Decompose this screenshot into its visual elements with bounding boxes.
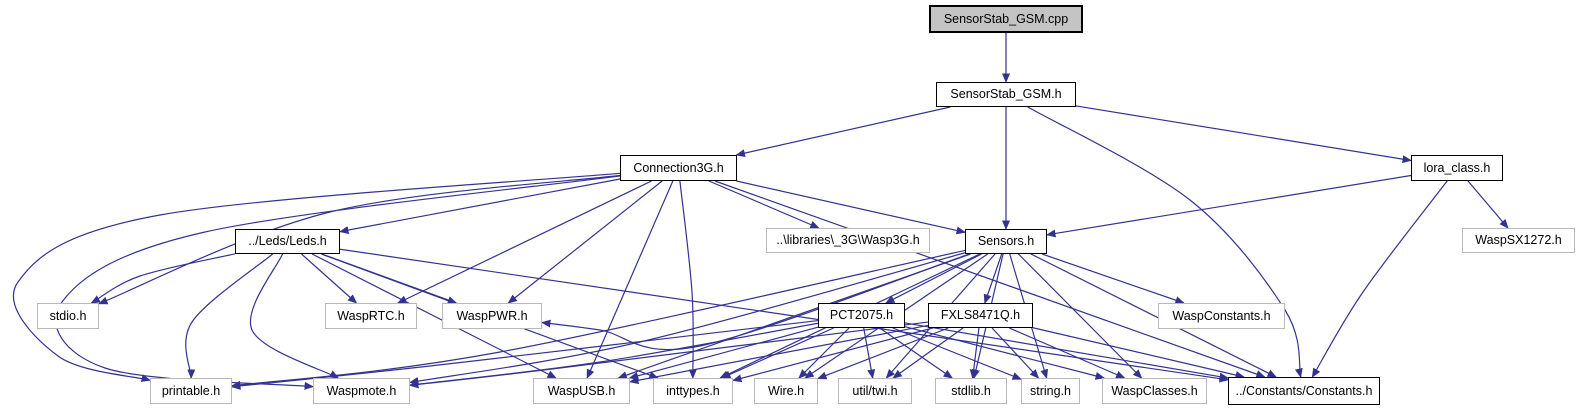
graph-node-waspmote: Waspmote.h (313, 378, 410, 404)
graph-node-fxls[interactable]: FXLS8471Q.h (928, 303, 1033, 328)
edge-lora-sen (1046, 174, 1412, 238)
edge-fxls-constants (1032, 327, 1245, 379)
graph-node-label-lora: lora_class.h (1423, 160, 1491, 175)
edge-hdr-lora (1075, 105, 1412, 164)
edge-fxls-intt (732, 327, 934, 383)
edge-fxls-usb (629, 324, 929, 385)
graph-node-con[interactable]: Connection3G.h (620, 155, 737, 181)
edge-leds-stdio (90, 253, 236, 304)
graph-node-label-w3g: ..\libraries\_3G\Wasp3G.h (776, 233, 920, 248)
edge-lora-sx (1467, 180, 1509, 229)
graph-node-label-hdr: SensorStab_GSM.h (950, 87, 1062, 102)
edge-con-leds (339, 178, 621, 234)
graph-node-label-printable: printable.h (161, 383, 221, 398)
graph-node-w3g: ..\libraries\_3G\Wasp3G.h (766, 228, 930, 253)
edge-fxls-stdlib (969, 327, 980, 379)
graph-node-label-fxls: FXLS8471Q.h (940, 308, 1021, 323)
graph-node-label-leds: ../Leds/Leds.h (248, 234, 327, 249)
graph-node-label-rtc: WaspRTC.h (337, 308, 405, 323)
graph-node-rtc: WaspRTC.h (325, 303, 417, 329)
edge-leds-waspmote (249, 253, 340, 379)
edge-fxls-twi (892, 327, 964, 379)
edge-hdr-con (735, 106, 951, 158)
edge-fxls-wire (817, 327, 949, 380)
graph-node-label-usb: WaspUSB.h (547, 383, 616, 398)
edge-pct-stdlib (879, 327, 953, 379)
edge-con-constants (714, 180, 1266, 378)
edge-fxls-string (991, 327, 1040, 379)
graph-node-label-intt: inttypes.h (666, 383, 720, 398)
graph-node-label-pct: PCT2075.h (829, 308, 894, 323)
graph-node-label-wire: Wire.h (767, 383, 805, 398)
graph-node-label-con: Connection3G.h (633, 160, 724, 175)
edge-leds-rtc (301, 253, 358, 304)
edge-pct-waspmote (409, 322, 819, 389)
graph-node-stdlib: stdlib.h (935, 378, 1007, 404)
graph-node-label-sen: Sensors.h (977, 234, 1035, 249)
edge-sen-usb (617, 253, 971, 379)
graph-node-usb: WaspUSB.h (533, 378, 630, 404)
edge-con-waspmote (55, 175, 621, 390)
edge-fxls-wclasses (1009, 327, 1126, 379)
graph-node-wclasses: WaspClasses.h (1102, 378, 1207, 404)
graph-node-intt: inttypes.h (653, 378, 733, 404)
graph-node-label-stdlib: stdlib.h (951, 383, 991, 398)
edge-pct-wclasses (904, 326, 1106, 380)
graph-node-leds[interactable]: ../Leds/Leds.h (235, 229, 340, 254)
graph-node-twi: util/twi.h (838, 378, 912, 404)
graph-node-label-wclasses: WaspClasses.h (1111, 383, 1198, 398)
graph-node-label-wconst: WaspConstants.h (1172, 308, 1271, 323)
edge-pct-constants (904, 322, 1229, 381)
graph-node-sen[interactable]: Sensors.h (965, 229, 1047, 254)
edge-con-w3g (708, 180, 820, 229)
edge-con-pwr (507, 180, 663, 304)
edge-sen-wclasses (1017, 253, 1143, 379)
graph-node-string: string.h (1021, 378, 1080, 404)
graph-node-label-constants: ../Constants/Constants.h (1235, 383, 1373, 398)
edge-pct-printable (231, 319, 819, 390)
graph-node-printable: printable.h (150, 378, 232, 404)
graph-node-pct[interactable]: PCT2075.h (818, 303, 905, 328)
edge-sen-wconst (1041, 253, 1185, 305)
graph-node-sx: WaspSX1272.h (1462, 228, 1575, 253)
edge-con-printable (12, 172, 621, 382)
edge-con-sen (736, 180, 966, 235)
edge-sen-pct (885, 253, 982, 304)
graph-node-hdr[interactable]: SensorStab_GSM.h (936, 82, 1076, 107)
graph-node-label-cpp: SensorStab_GSM.cpp (943, 11, 1069, 26)
edge-pct-wire (798, 327, 850, 379)
graph-node-label-string: string.h (1030, 383, 1071, 398)
edge-pct-usb (628, 326, 819, 380)
edge-con-intt (679, 180, 697, 379)
edge-sen-printable (231, 249, 966, 389)
edge-leds-usb (311, 253, 557, 379)
edge-pct-twi (863, 327, 876, 379)
graph-node-label-twi: util/twi.h (852, 383, 898, 398)
edge-sen-pwr (541, 253, 970, 351)
graph-node-constants[interactable]: ../Constants/Constants.h (1228, 377, 1380, 405)
edge-leds-printable (185, 253, 274, 379)
graph-node-stdio: stdio.h (37, 303, 99, 329)
edge-lora-constants (1311, 180, 1448, 378)
graph-node-wire: Wire.h (754, 378, 818, 404)
edge-con-rtc (397, 180, 652, 304)
edge-sen-fxls (983, 253, 1003, 304)
edge-pct-string (892, 327, 1022, 380)
edge-sen-constants (1030, 253, 1277, 378)
graph-node-label-waspmote: Waspmote.h (326, 383, 397, 398)
graph-node-label-stdio: stdio.h (49, 308, 87, 323)
graph-node-cpp: SensorStab_GSM.cpp (929, 5, 1083, 33)
edge-hdr-constants (1027, 106, 1303, 378)
graph-node-lora[interactable]: lora_class.h (1411, 155, 1503, 181)
edge-con-stdio (98, 174, 621, 305)
graph-node-label-pwr: WaspPWR.h (456, 308, 528, 323)
edge-con-usb (586, 180, 674, 379)
graph-node-pwr: WaspPWR.h (442, 303, 542, 329)
graph-node-wconst: WaspConstants.h (1158, 303, 1285, 329)
graph-node-label-sx: WaspSX1272.h (1475, 233, 1562, 248)
edge-fxls-waspmote (409, 321, 929, 389)
